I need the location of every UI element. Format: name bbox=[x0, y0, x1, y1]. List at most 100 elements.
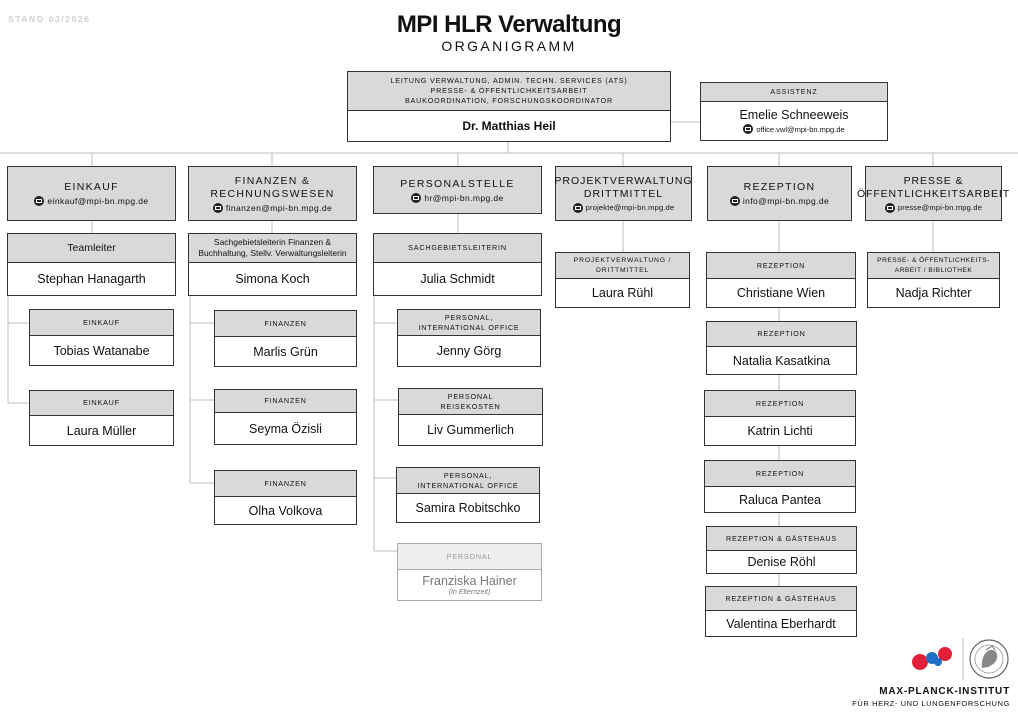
email-icon bbox=[884, 202, 895, 213]
dept-einkauf-name: EINKAUF bbox=[64, 181, 119, 193]
staff-role-header: PRESSE- & ÖFFENTLICHKEITS- ARBEIT / BIBL… bbox=[868, 253, 999, 279]
personal-staff-card-inactive: PERSONAL Franziska Hainer (In Elternzeit… bbox=[397, 543, 542, 601]
dept-rezeption-email-row[interactable]: info@mpi-bn.mpg.de bbox=[729, 196, 830, 206]
staff-role: REZEPTION bbox=[755, 398, 805, 408]
assistenz-content: Emelie Schneeweis office.vwl@mpi-bn.mpg.… bbox=[701, 102, 887, 140]
dept-finanzen-name-2: RECHNUNGSWESEN bbox=[210, 187, 335, 200]
institute-subtitle: FÜR HERZ- UND LUNGENFORSCHUNG bbox=[852, 699, 1010, 708]
dept-projekt-email-row[interactable]: projekte@mpi-bn.mpg.de bbox=[572, 202, 675, 213]
dept-personal-name: PERSONALSTELLE bbox=[400, 177, 515, 190]
staff-name: Tobias Watanabe bbox=[53, 343, 150, 358]
finanzen-staff-card: FINANZEN Seyma Özisli bbox=[214, 389, 357, 445]
dept-einkauf: EINKAUF einkauf@mpi-bn.mpg.de bbox=[7, 166, 176, 221]
rezeption-staff-card: REZEPTION Natalia Kasatkina bbox=[706, 321, 857, 375]
staff-role-line-2: DRITTMITTEL bbox=[596, 266, 649, 274]
email-icon bbox=[212, 202, 223, 213]
page-subtitle: ORGANIGRAMM bbox=[441, 38, 577, 54]
dept-einkauf-email-row[interactable]: einkauf@mpi-bn.mpg.de bbox=[34, 196, 148, 206]
staff-name: Seyma Özisli bbox=[249, 421, 322, 436]
staff-name: Samira Robitschko bbox=[415, 501, 521, 515]
staff-role: PERSONAL bbox=[446, 551, 493, 561]
dept-finanzen-email[interactable]: finanzen@mpi-bn.mpg.de bbox=[225, 202, 333, 213]
staff-role-line-2: ARBEIT / BIBLIOTHEK bbox=[894, 266, 973, 274]
dept-projekt: PROJEKTVERWALTUNG DRITTMITTEL projekte@m… bbox=[554, 166, 693, 221]
staff-role-line-1: PERSONAL, bbox=[444, 312, 494, 322]
staff-role-header: REZEPTION & GÄSTEHAUS bbox=[707, 527, 856, 551]
staff-role-line-1: PERSONAL bbox=[447, 391, 494, 401]
dept-personal-email[interactable]: hr@mpi-bn.mpg.de bbox=[424, 192, 504, 203]
email-icon bbox=[411, 192, 422, 203]
assistenz-email[interactable]: office.vwl@mpi-bn.mpg.de bbox=[756, 124, 845, 134]
staff-role-header: PERSONAL REISEKOSTEN bbox=[399, 389, 542, 415]
finanzen-staff-card: FINANZEN Marlis Grün bbox=[214, 310, 357, 367]
dept-einkauf-email[interactable]: einkauf@mpi-bn.mpg.de bbox=[47, 196, 149, 206]
staff-role: REZEPTION bbox=[755, 468, 805, 478]
page-title: MPI HLR Verwaltung bbox=[396, 11, 622, 38]
dept-presse: PRESSE & ÖFFENTLICHKEITSARBEIT presse@mp… bbox=[857, 166, 1009, 221]
staff-content: Franziska Hainer (In Elternzeit) bbox=[398, 570, 541, 600]
staff-role-line-2: Buchhaltung, Stellv. Verwaltungsleiterin bbox=[198, 248, 347, 258]
staff-name: Julia Schmidt bbox=[420, 272, 495, 286]
dept-personal-email-row[interactable]: hr@mpi-bn.mpg.de bbox=[411, 192, 504, 203]
dept-projekt-name-1: PROJEKTVERWALTUNG bbox=[554, 174, 693, 187]
staff-role-line-1: Sachgebietsleiterin Finanzen & bbox=[213, 237, 332, 247]
personal-staff-card: PERSONAL REISEKOSTEN Liv Gummerlich bbox=[398, 388, 543, 446]
staff-role: FINANZEN bbox=[264, 396, 307, 405]
dept-projekt-name-2: DRITTMITTEL bbox=[583, 187, 664, 200]
dept-presse-email[interactable]: presse@mpi-bn.mpg.de bbox=[897, 203, 983, 212]
stand-label: STAND 03/2026 bbox=[8, 14, 91, 24]
staff-role: REZEPTION bbox=[757, 329, 806, 338]
dept-presse-name-1: PRESSE & bbox=[903, 174, 964, 187]
dept-finanzen-email-row[interactable]: finanzen@mpi-bn.mpg.de bbox=[212, 202, 333, 213]
staff-role-header: SACHGEBIETSLEITERIN bbox=[374, 234, 541, 263]
staff-role-line-2: INTERNATIONAL OFFICE bbox=[418, 322, 520, 332]
email-icon bbox=[729, 196, 740, 206]
staff-role: SACHGEBIETSLEITERIN bbox=[408, 243, 507, 252]
staff-role-header: FINANZEN bbox=[215, 311, 356, 337]
staff-name: Olha Volkova bbox=[248, 503, 323, 518]
staff-name: Nadja Richter bbox=[895, 286, 972, 300]
dept-rezeption-name: REZEPTION bbox=[743, 181, 816, 193]
finanzen-staff-card: Sachgebietsleiterin Finanzen & Buchhaltu… bbox=[188, 233, 357, 296]
dept-presse-email-row[interactable]: presse@mpi-bn.mpg.de bbox=[884, 202, 983, 213]
email-icon bbox=[572, 202, 583, 213]
assistenz-box: ASSISTENZ Emelie Schneeweis office.vwl@m… bbox=[700, 82, 888, 141]
mpi-logo-mark bbox=[912, 647, 952, 670]
staff-name: Franziska Hainer bbox=[422, 574, 517, 588]
staff-role-header: Teamleiter bbox=[8, 234, 175, 263]
leitung-header: LEITUNG VERWALTUNG, ADMIN. TECHN. SERVIC… bbox=[348, 72, 670, 111]
dept-rezeption: REZEPTION info@mpi-bn.mpg.de bbox=[707, 166, 852, 221]
leitung-box: LEITUNG VERWALTUNG, ADMIN. TECHN. SERVIC… bbox=[347, 71, 671, 142]
staff-role: REZEPTION & GÄSTEHAUS bbox=[725, 593, 837, 603]
staff-role-line-1: PROJEKTVERWALTUNG / bbox=[573, 256, 672, 264]
staff-role: FINANZEN bbox=[264, 478, 307, 488]
staff-role-line-2: INTERNATIONAL OFFICE bbox=[417, 480, 519, 490]
staff-role: REZEPTION bbox=[756, 260, 806, 270]
leitung-name: Dr. Matthias Heil bbox=[462, 119, 556, 133]
staff-note: (In Elternzeit) bbox=[448, 589, 491, 596]
assistenz-header: ASSISTENZ bbox=[701, 83, 887, 102]
dept-rezeption-email[interactable]: info@mpi-bn.mpg.de bbox=[742, 196, 830, 206]
staff-role-header: REZEPTION & GÄSTEHAUS bbox=[706, 587, 856, 611]
staff-name: Laura Rühl bbox=[591, 286, 654, 300]
assistenz-email-row[interactable]: office.vwl@mpi-bn.mpg.de bbox=[743, 124, 845, 134]
email-icon bbox=[743, 124, 754, 134]
staff-name: Christiane Wien bbox=[736, 286, 826, 300]
staff-name: Marlis Grün bbox=[253, 344, 318, 359]
minerva-seal-icon bbox=[969, 639, 1009, 679]
institute-name: MAX-PLANCK-INSTITUT bbox=[879, 686, 1010, 697]
personal-staff-card: PERSONAL, INTERNATIONAL OFFICE Jenny Gör… bbox=[397, 309, 541, 367]
staff-name: Laura Müller bbox=[66, 423, 137, 438]
staff-role-header: FINANZEN bbox=[215, 390, 356, 413]
staff-role-header: PERSONAL, INTERNATIONAL OFFICE bbox=[398, 310, 540, 336]
staff-role-line-1: PERSONAL, bbox=[443, 470, 493, 480]
staff-role-header: REZEPTION bbox=[705, 391, 855, 417]
staff-role: FINANZEN bbox=[264, 318, 307, 328]
staff-role-header: PERSONAL bbox=[398, 544, 541, 570]
staff-role-line-1: PRESSE- & ÖFFENTLICHKEITS- bbox=[877, 256, 990, 264]
email-icon bbox=[34, 196, 45, 206]
staff-name: Simona Koch bbox=[235, 272, 310, 286]
dept-projekt-email[interactable]: projekte@mpi-bn.mpg.de bbox=[585, 203, 675, 212]
staff-role-header: Sachgebietsleiterin Finanzen & Buchhaltu… bbox=[189, 234, 356, 263]
